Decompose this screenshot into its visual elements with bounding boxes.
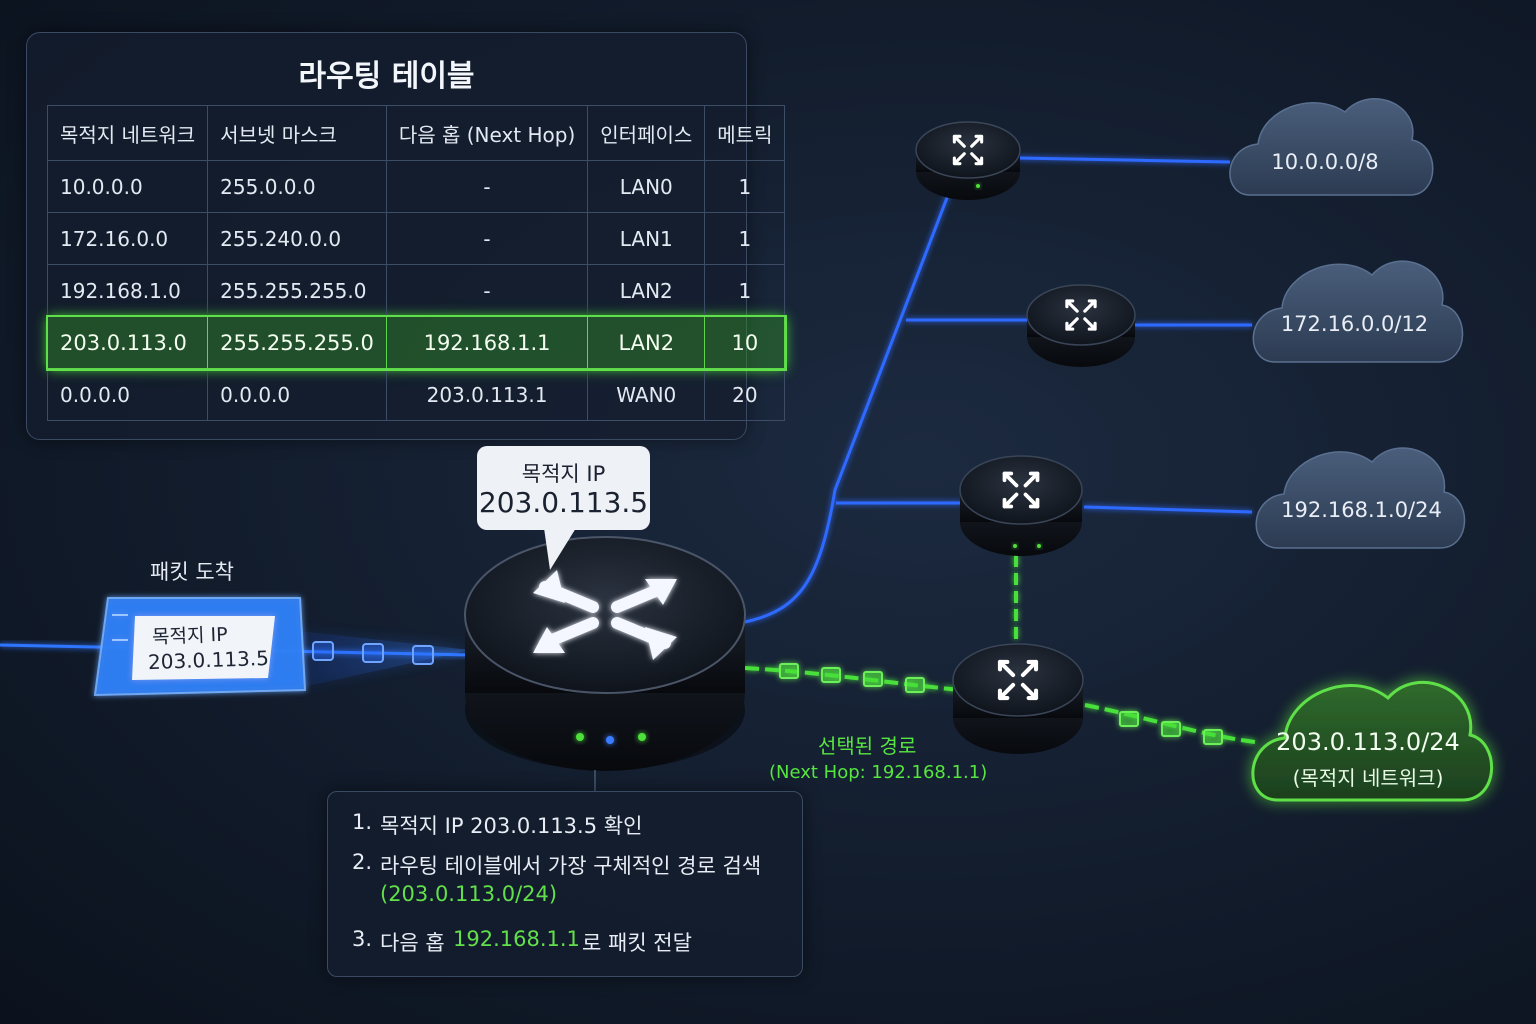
link-r3-net3 [1083,505,1253,514]
cell-next-hop: 192.168.1.1 [385,316,589,369]
selected-path-line [744,555,1256,745]
table-header-row: 목적지 네트워크 서브넷 마스크 다음 홉 (Next Hop) 인터페이스 메… [46,105,786,161]
led-green-1 [576,733,584,741]
col-metric: 메트릭 [704,105,786,161]
main-router [464,536,746,771]
selected-path-label: 선택된 경로 [818,734,917,758]
callout-ip: 203.0.113.5 [478,486,649,519]
packet-card-ip: 203.0.113.5 [147,645,270,675]
cell-subnet-mask: 0.0.0.0 [207,368,387,421]
cell-destination: 0.0.0.0 [46,368,209,421]
table-row: 0.0.0.0 0.0.0.0 203.0.113.1 WAN0 20 [46,368,786,421]
cell-interface: LAN2 [587,264,706,317]
step-3-number: 3. [352,927,373,951]
steps-panel: 1. 목적지 IP 203.0.113.5 확인 2. 라우팅 테이블에서 가장… [327,791,803,977]
cloud-destination [1251,680,1493,802]
cloud-net1-label: 10.0.0.0/8 [1271,150,1379,174]
cell-metric: 1 [704,160,786,213]
cell-metric: 20 [704,368,786,421]
cloud-destination-network: 203.0.113.0/24 [1276,728,1460,756]
router-r1 [915,121,1021,200]
table-row-highlighted: 203.0.113.0 255.255.255.0 192.168.1.1 LA… [45,314,787,371]
cell-metric: 1 [704,264,786,317]
cloud-net1 [1229,98,1434,196]
cell-subnet-mask: 255.255.255.0 [207,316,387,369]
packet-arrival-label: 패킷 도착 [150,560,234,584]
cell-interface: LAN1 [587,212,706,265]
col-destination: 목적지 네트워크 [46,105,209,161]
step-3-ip: 192.168.1.1 [453,927,580,951]
cloud-net2 [1252,260,1464,363]
link-r1-net1 [1017,156,1231,164]
callout-label: 목적지 IP [521,462,606,486]
router-r4 [952,643,1084,754]
col-subnet-mask: 서브넷 마스크 [207,105,387,161]
cell-next-hop: - [385,264,589,317]
cell-interface: LAN0 [587,160,706,213]
packet-card-label: 목적지 IP [151,623,228,649]
cell-interface: LAN2 [587,316,706,369]
step-3-pre: 다음 홉 [380,931,445,955]
packet-card [93,597,307,697]
callout-pointer [544,528,576,570]
routing-table: 목적지 네트워크 서브넷 마스크 다음 홉 (Next Hop) 인터페이스 메… [45,105,787,421]
col-interface: 인터페이스 [587,105,706,161]
led-green-2 [638,733,646,741]
cloud-destination-caption: (목적지 네트워크) [1292,766,1444,790]
cloud-net3-label: 192.168.1.0/24 [1281,498,1442,522]
cell-next-hop: - [385,212,589,265]
cell-metric: 1 [704,212,786,265]
cell-metric: 10 [704,316,786,369]
routing-table-title: 라우팅 테이블 [298,59,475,94]
cell-destination: 192.168.1.0 [46,264,209,317]
table-row: 192.168.1.0 255.255.255.0 - LAN2 1 [46,264,786,317]
cell-next-hop: 203.0.113.1 [385,368,589,421]
cell-subnet-mask: 255.240.0.0 [207,212,387,265]
col-next-hop: 다음 홉 (Next Hop) [385,105,589,161]
step-1-number: 1. [352,810,373,834]
step-3-post: 로 패킷 전달 [582,931,692,955]
table-row: 172.16.0.0 255.240.0.0 - LAN1 1 [46,212,786,265]
cell-destination: 203.0.113.0 [46,316,209,369]
step-2-text: 라우팅 테이블에서 가장 구체적인 경로 검색 [380,854,762,878]
step-2-detail: (203.0.113.0/24) [380,882,558,906]
blue-links [744,156,1253,624]
cell-subnet-mask: 255.0.0.0 [207,160,387,213]
routing-table-panel: 라우팅 테이블 목적지 네트워크 서브넷 마스크 다음 홉 (Next Hop)… [26,32,787,440]
cell-interface: WAN0 [587,368,706,421]
destination-ip-callout: 목적지 IP 203.0.113.5 [477,446,650,530]
cloud-net2-label: 172.16.0.0/12 [1280,312,1429,336]
router-r2 [1026,284,1136,367]
table-row: 10.0.0.0 255.0.0.0 - LAN0 1 [46,160,786,213]
cloud-net3 [1255,447,1466,549]
router-r3 [959,455,1083,556]
cell-next-hop: - [385,160,589,213]
step-2-number: 2. [352,850,373,874]
cell-destination: 172.16.0.0 [46,212,209,265]
step-1-text: 목적지 IP 203.0.113.5 확인 [380,814,643,838]
link-main-to-backbone [744,189,952,624]
cell-subnet-mask: 255.255.255.0 [207,264,387,317]
led-blue [606,736,614,744]
cell-destination: 10.0.0.0 [46,160,209,213]
selected-path-next-hop: (Next Hop: 192.168.1.1) [769,762,988,783]
